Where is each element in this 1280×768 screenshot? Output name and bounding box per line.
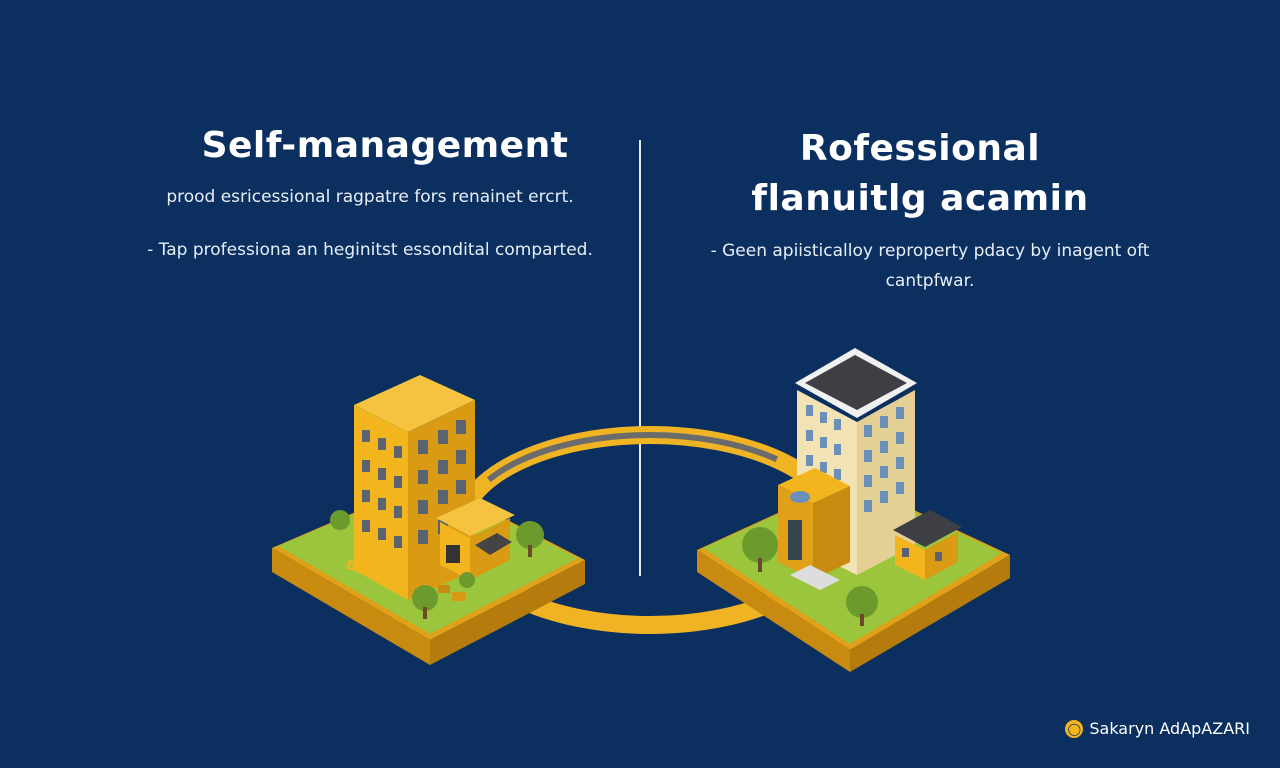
left-title: Self-management — [201, 125, 569, 166]
left-bullet: - Tap professiona an heginitst essondita… — [147, 240, 593, 260]
right-bullet-line1: - Geen apiisticalloy reproperty pdacy by… — [710, 241, 1150, 261]
left-subtitle: prood esricessional ragpatre fors renain… — [166, 187, 574, 207]
right-small-house — [893, 510, 962, 580]
right-entrance — [778, 468, 850, 590]
brand-label: Sakaryn AdApAZARI — [1089, 719, 1250, 738]
right-trees — [742, 527, 878, 626]
left-small-house — [436, 498, 515, 580]
coin-icon: ◯ — [1065, 719, 1084, 738]
center-divider — [639, 140, 641, 576]
right-bullet-line2: cantpfwar. — [885, 271, 975, 291]
left-trees — [330, 510, 544, 619]
right-title: Rofessional flanuitlg acamin — [700, 124, 1140, 224]
right-bullet: - Geen apiisticalloy reproperty pdacy by… — [690, 236, 1170, 296]
brand-logo: ◯ Sakaryn AdApAZARI — [1065, 719, 1250, 738]
right-title-line1: Rofessional — [799, 128, 1041, 169]
right-title-line2: flanuitlg acamin — [751, 178, 1089, 219]
